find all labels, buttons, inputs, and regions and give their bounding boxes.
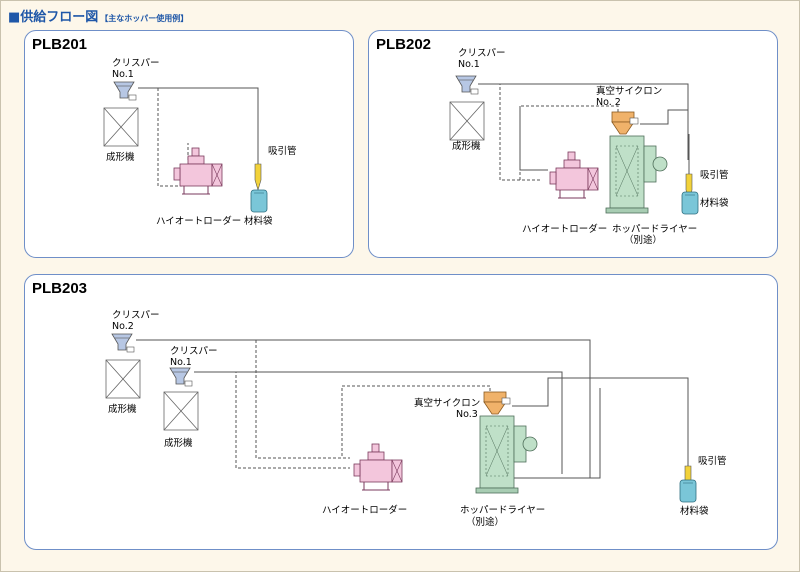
label-vacuum-cyclone: 真空サイクロン	[596, 86, 663, 97]
crisper-hopper-icon	[169, 367, 193, 387]
material-bag-icon	[250, 189, 268, 213]
label-material-bag: 材料袋	[680, 506, 709, 517]
molding-machine-icon	[163, 391, 199, 431]
label-high-auto-loader: ハイオートローダー	[156, 216, 242, 227]
molding-machine-icon	[103, 107, 139, 147]
label-molding-machine-2: 成形機	[108, 404, 137, 415]
title-text: ■供給フロー図	[8, 10, 99, 25]
hopper-dryer-icon	[475, 415, 538, 494]
panel-plb202	[368, 30, 778, 258]
plb202-diagram	[449, 75, 699, 215]
label-high-auto-loader: ハイオートローダー	[522, 224, 608, 235]
label-suction-pipe: 吸引管	[268, 146, 297, 157]
vacuum-cyclone-icon	[483, 391, 511, 415]
panel-plb201	[24, 30, 354, 258]
panel-title-plb202: PLB202	[376, 36, 432, 53]
label-molding-machine: 成形機	[106, 152, 135, 163]
crisper-hopper-icon	[111, 333, 135, 353]
title-subtitle: 【主なホッパー使用例】	[100, 14, 189, 23]
vacuum-cyclone-icon	[611, 111, 639, 135]
label-vacuum-cyclone: 真空サイクロン	[414, 398, 481, 409]
label-suction-pipe: 吸引管	[700, 170, 729, 181]
panel-plb203	[24, 274, 778, 550]
label-high-auto-loader: ハイオートローダー	[322, 505, 408, 516]
material-bag-icon	[679, 479, 697, 503]
high-auto-loader-icon	[549, 151, 599, 199]
crisper-hopper-icon	[113, 81, 137, 101]
suction-pipe-icon	[254, 123, 262, 191]
label-crisper-1-no: No.1	[170, 357, 192, 368]
label-crisper-no: No.1	[458, 59, 480, 70]
plb201-diagram	[103, 81, 268, 213]
label-material-bag: 材料袋	[244, 216, 273, 227]
label-suction-pipe: 吸引管	[698, 456, 727, 467]
hopper-dryer-icon	[605, 135, 668, 214]
panel-title-plb203: PLB203	[32, 280, 88, 297]
label-dryer-note: （別途）	[624, 235, 663, 246]
high-auto-loader-icon	[353, 443, 403, 491]
plb203-diagram	[105, 333, 697, 503]
label-vacuum-cyclone-no: No. 2	[596, 97, 621, 108]
high-auto-loader-icon	[173, 147, 223, 195]
label-molding-machine: 成形機	[452, 141, 481, 152]
label-hopper-dryer: ホッパードライヤー	[460, 505, 546, 516]
label-crisper-2-no: No.2	[112, 321, 134, 332]
label-crisper: クリスパー	[458, 48, 506, 59]
label-hopper-dryer: ホッパードライヤー	[612, 224, 698, 235]
panel-title-plb201: PLB201	[32, 36, 88, 53]
molding-machine-icon	[449, 101, 485, 141]
label-crisper: クリスパー	[112, 58, 160, 69]
label-crisper-no: No.1	[112, 69, 134, 80]
suction-pipe-icon	[685, 133, 693, 201]
label-crisper-1: クリスパー	[170, 346, 218, 357]
page-title: ■供給フロー図【主なホッパー使用例】	[8, 6, 188, 25]
label-material-bag: 材料袋	[700, 198, 729, 209]
molding-machine-icon	[105, 359, 141, 399]
material-bag-icon	[681, 191, 699, 215]
label-crisper-2: クリスパー	[112, 310, 160, 321]
label-molding-machine-1: 成形機	[164, 438, 193, 449]
label-vacuum-cyclone-no: No.3	[456, 409, 478, 420]
label-dryer-note: （別途）	[466, 517, 505, 528]
crisper-hopper-icon	[455, 75, 479, 95]
